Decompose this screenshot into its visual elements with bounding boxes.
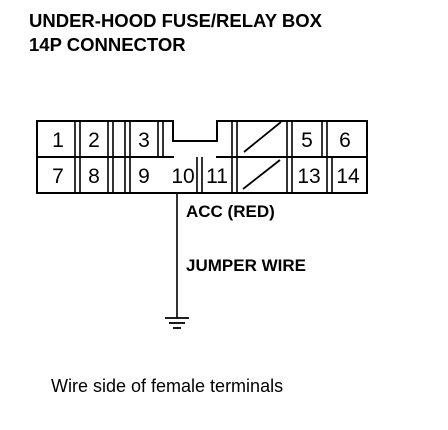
pin-label: 3 — [138, 129, 150, 152]
ground-icon — [165, 317, 189, 329]
jumper-wire-label: JUMPER WIRE — [186, 256, 306, 275]
empty-cavity-slash — [243, 121, 282, 153]
acc-wire-label: ACC (RED) — [186, 202, 275, 221]
pin-label: 6 — [339, 129, 351, 152]
pin-label: 8 — [88, 165, 100, 188]
diagram-title-line-2: 14P CONNECTOR — [29, 34, 186, 55]
pin-label: 5 — [301, 129, 313, 152]
pin-label: 14 — [336, 165, 360, 188]
pin-label: 2 — [88, 129, 100, 152]
diagram-caption: Wire side of female terminals — [51, 376, 284, 396]
connector-outline — [36, 120, 368, 194]
pin-label: 10 — [171, 165, 194, 188]
diagram-title-line-1: UNDER-HOOD FUSE/RELAY BOX — [29, 10, 322, 31]
pin-label: 7 — [52, 165, 64, 188]
empty-cavity-slash — [242, 159, 281, 190]
pin-label: 11 — [206, 165, 228, 188]
pin-label: 9 — [138, 165, 150, 188]
pin-label: 13 — [297, 165, 320, 188]
pin-label: 1 — [52, 129, 64, 152]
